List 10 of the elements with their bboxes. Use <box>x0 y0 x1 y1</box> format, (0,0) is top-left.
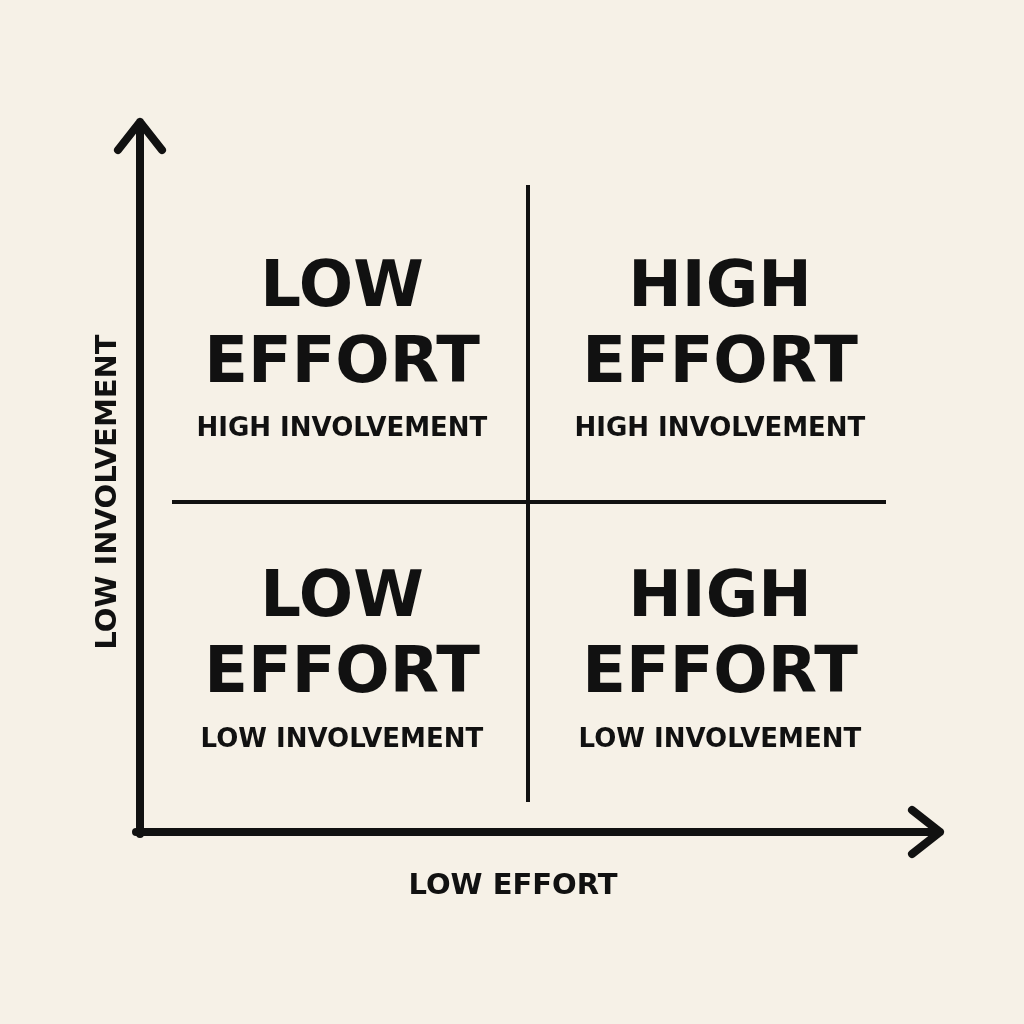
quadrant-heading: HIGH EFFORT <box>581 246 859 398</box>
quadrant-subtitle: LOW INVOLVEMENT <box>578 722 862 754</box>
quadrant-subtitle: HIGH INVOLVEMENT <box>196 411 488 443</box>
quadrant-heading: LOW EFFORT <box>203 246 481 398</box>
y-axis-label: LOW INVOLVEMENT <box>87 334 124 650</box>
quadrant-heading: HIGH EFFORT <box>581 556 859 708</box>
quadrant-subtitle: LOW INVOLVEMENT <box>200 722 484 754</box>
quadrant-subtitle: HIGH INVOLVEMENT <box>574 411 866 443</box>
x-axis-label: LOW EFFORT <box>408 866 618 902</box>
quadrant-heading: LOW EFFORT <box>203 556 481 708</box>
